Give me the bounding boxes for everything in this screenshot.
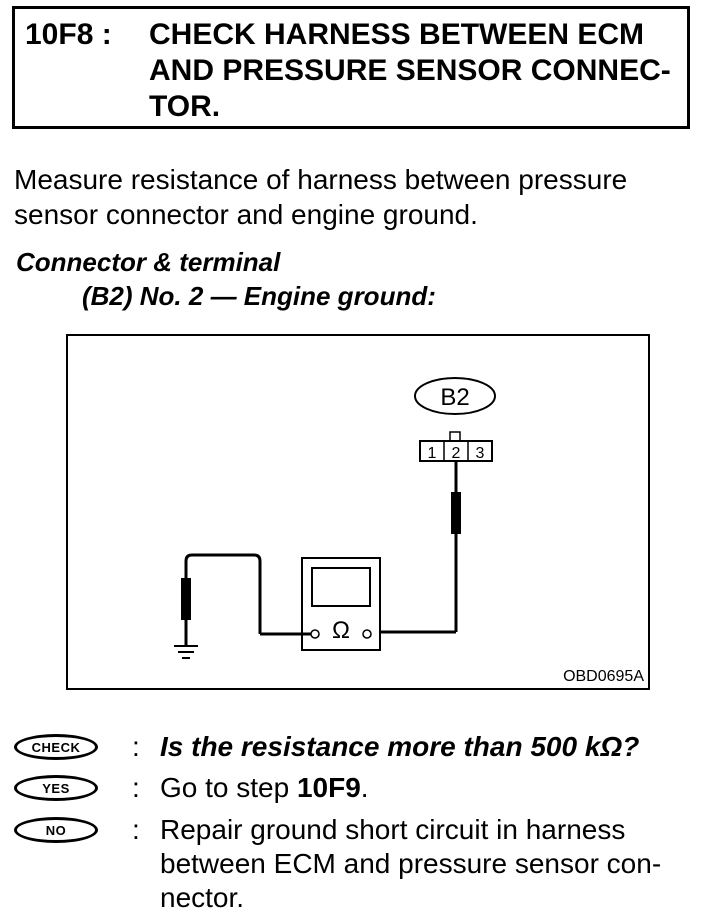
connector-label-oval — [414, 377, 496, 415]
check-badge: CHECK — [14, 734, 98, 760]
probe-right — [451, 492, 461, 534]
no-colon: : — [132, 814, 140, 845]
yes-prefix: Go to step — [160, 772, 297, 803]
figure-code: OBD0695A — [563, 668, 644, 685]
step-header-box: 10F8 : CHECK HARNESS BETWEEN ECM AND PRE… — [12, 6, 690, 129]
check-question: Is the resistance more than 500 kΩ? — [160, 731, 640, 762]
yes-badge: YES — [14, 775, 98, 801]
no-badge: NO — [14, 817, 98, 843]
ohm-symbol: Ω — [332, 617, 350, 644]
terminal-1: 1 — [428, 445, 437, 462]
connector-label: B2 — [440, 384, 469, 411]
instruction-text: Measure resistance of harness between pr… — [14, 164, 628, 230]
connector-detail: (B2) No. 2 — Engine ground: — [82, 281, 436, 311]
terminal-3: 3 — [476, 445, 485, 462]
connector-latch — [449, 431, 461, 442]
terminal-2: 2 — [452, 445, 461, 462]
yes-action: Go to step 10F9. — [160, 771, 704, 805]
no-action: Repair ground short circuit in harness b… — [160, 814, 662, 913]
ohmmeter-terminal-left — [310, 629, 320, 639]
ohmmeter-display — [311, 567, 371, 607]
check-colon: : — [132, 731, 140, 762]
ohmmeter-terminal-right — [362, 629, 372, 639]
yes-colon: : — [132, 772, 140, 803]
probe-left — [181, 578, 191, 620]
wiring-diagram: B2 1 2 3 Ω OBD0695A — [66, 334, 650, 690]
yes-target-step: 10F9 — [296, 772, 361, 803]
step-title: CHECK HARNESS BETWEEN ECM AND PRESSURE S… — [149, 18, 671, 123]
yes-suffix: . — [360, 772, 369, 803]
step-number: 10F8 : — [25, 18, 112, 51]
connector-heading: Connector & terminal — [16, 247, 281, 277]
diagram-drawing: B2 1 2 3 Ω — [174, 377, 496, 659]
ground-icon — [174, 645, 198, 659]
